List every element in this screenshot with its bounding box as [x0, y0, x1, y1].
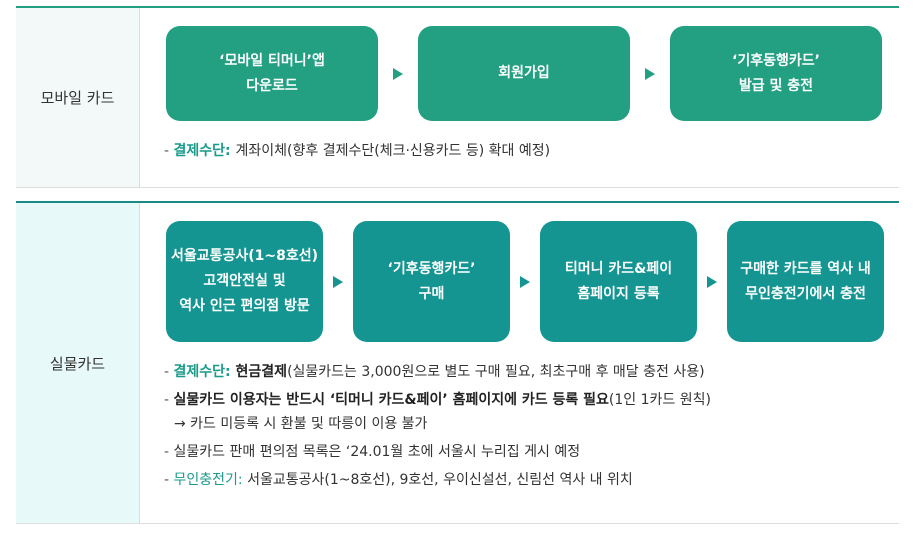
mobile-card-content: ‘모바일 티머니’앱 다운로드 회원가입 ‘기후동행카드’ 발급 및 충전 - …: [140, 8, 899, 187]
physical-card-label: 실물카드: [16, 203, 140, 523]
note-text: 서울교통공사(1~8호선), 9호선, 우이신설선, 신림선 역사 내 위치: [247, 472, 633, 488]
note-key: 무인충전기: [173, 472, 238, 488]
note-bold: 현금결제: [235, 364, 288, 380]
note-key: 결제수단: [173, 364, 226, 380]
note-dash: -: [164, 143, 174, 159]
note-key: 결제수단: [173, 143, 226, 159]
note-dash: -: [164, 472, 174, 488]
physical-card-section: 실물카드 서울교통공사(1~8호선) 고객안전실 및 역사 인근 편의점 방문 …: [16, 201, 899, 524]
note-text: (실물카드는 3,000원으로 별도 구매 필요, 최초구매 후 매달 충전 사…: [287, 364, 705, 380]
note-bold: 실물카드 이용자는 반드시 ‘티머니 카드&페이’ 홈페이지에 카드 등록 필요: [173, 392, 609, 408]
step-issue-charge: ‘기후동행카드’ 발급 및 충전: [670, 26, 882, 121]
arrow-right-icon: [510, 275, 540, 288]
note-sep: :: [237, 472, 248, 488]
store-list-note: - 실물카드 판매 편의점 목록은 ‘24.01월 초에 서울시 누리집 게시 …: [164, 440, 711, 464]
note-sep: :: [225, 364, 236, 380]
mobile-card-notes: - 결제수단: 계좌이체(향후 결제수단(체크·신용카드 등) 확대 예정): [164, 139, 550, 163]
arrow-right-icon: [630, 67, 670, 80]
step-visit-store: 서울교통공사(1~8호선) 고객안전실 및 역사 인근 편의점 방문: [166, 221, 323, 342]
note-text: 실물카드 판매 편의점 목록은 ‘24.01월 초에 서울시 누리집 게시 예정: [173, 444, 581, 460]
kiosk-location-note: - 무인충전기: 서울교통공사(1~8호선), 9호선, 우이신설선, 신림선 …: [164, 468, 711, 492]
step-register: 티머니 카드&페이 홈페이지 등록: [540, 221, 697, 342]
step-purchase: ‘기후동행카드’ 구매: [353, 221, 510, 342]
physical-card-flow: 서울교통공사(1~8호선) 고객안전실 및 역사 인근 편의점 방문 ‘기후동행…: [166, 221, 884, 342]
payment-method-note: - 결제수단: 계좌이체(향후 결제수단(체크·신용카드 등) 확대 예정): [164, 139, 550, 163]
mobile-card-flow: ‘모바일 티머니’앱 다운로드 회원가입 ‘기후동행카드’ 발급 및 충전: [166, 26, 882, 121]
physical-card-content: 서울교통공사(1~8호선) 고객안전실 및 역사 인근 편의점 방문 ‘기후동행…: [140, 203, 899, 523]
step-sign-up: 회원가입: [418, 26, 630, 121]
step-charge-kiosk: 구매한 카드를 역사 내 무인충전기에서 충전: [727, 221, 884, 342]
payment-method-note: - 결제수단: 현금결제(실물카드는 3,000원으로 별도 구매 필요, 최초…: [164, 360, 711, 384]
note-text: (1인 1카드 원칙): [608, 392, 711, 408]
arrow-right-icon: [378, 67, 418, 80]
note-dash: -: [164, 444, 174, 460]
mobile-card-section: 모바일 카드 ‘모바일 티머니’앱 다운로드 회원가입 ‘기후동행카드’ 발급 …: [16, 6, 899, 188]
note-sep: :: [225, 143, 236, 159]
arrow-right-icon: [697, 275, 727, 288]
step-app-download: ‘모바일 티머니’앱 다운로드: [166, 26, 378, 121]
mobile-card-label: 모바일 카드: [16, 8, 140, 187]
physical-card-notes: - 결제수단: 현금결제(실물카드는 3,000원으로 별도 구매 필요, 최초…: [164, 360, 711, 492]
arrow-right-icon: [323, 275, 353, 288]
registration-note: - 실물카드 이용자는 반드시 ‘티머니 카드&페이’ 홈페이지에 카드 등록 …: [164, 388, 711, 412]
note-dash: -: [164, 364, 174, 380]
note-text: 계좌이체(향후 결제수단(체크·신용카드 등) 확대 예정): [235, 143, 551, 159]
registration-subnote: → 카드 미등록 시 환불 및 따릉이 이용 불가: [174, 416, 428, 432]
note-dash: -: [164, 392, 174, 408]
